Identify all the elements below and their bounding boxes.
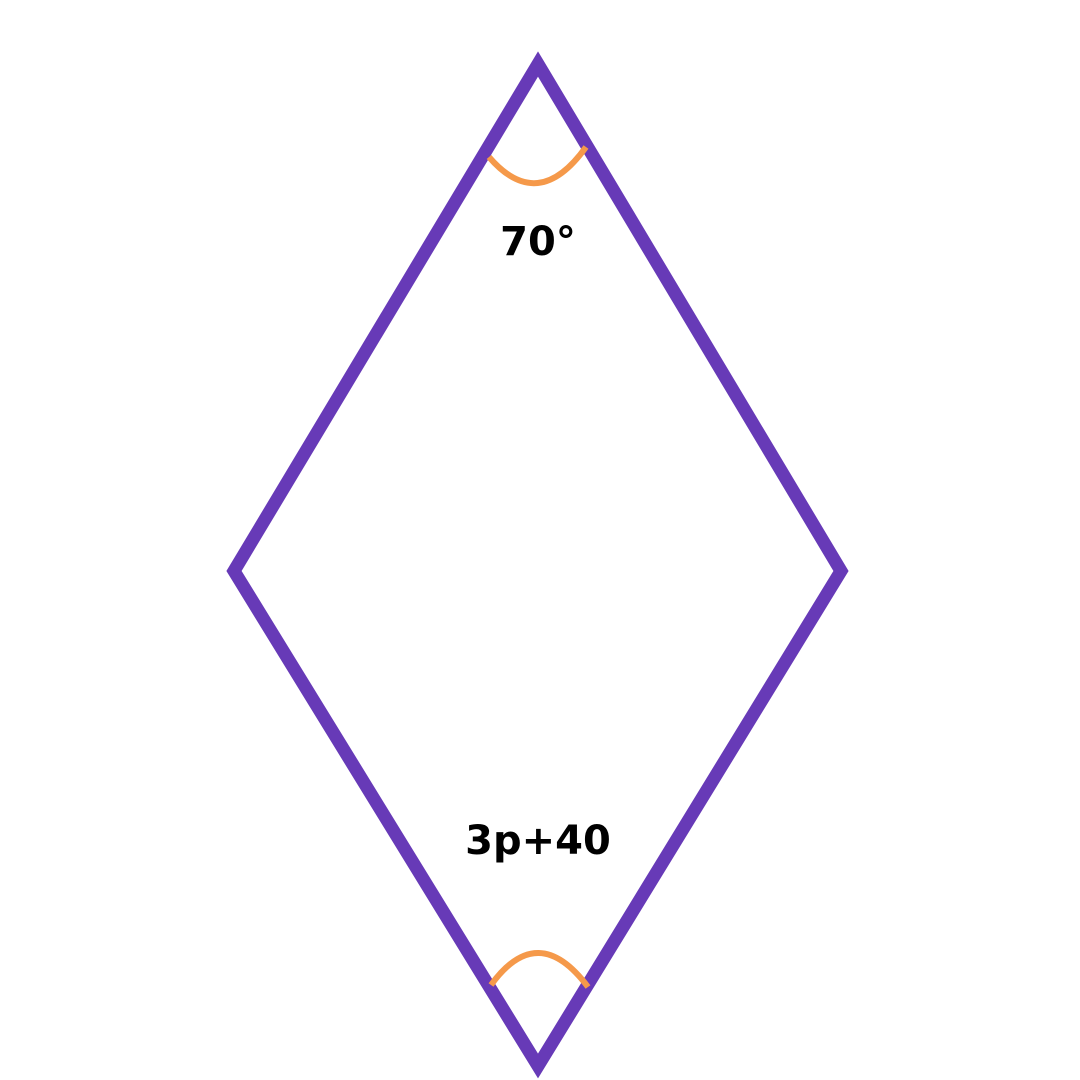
bottom-angle-arc [488, 950, 591, 989]
bottom-angle-label: 3p+40 [465, 818, 611, 864]
top-angle-arc [486, 145, 589, 186]
top-angle-label: 70° [500, 219, 576, 265]
rhombus-outline [226, 51, 849, 1079]
